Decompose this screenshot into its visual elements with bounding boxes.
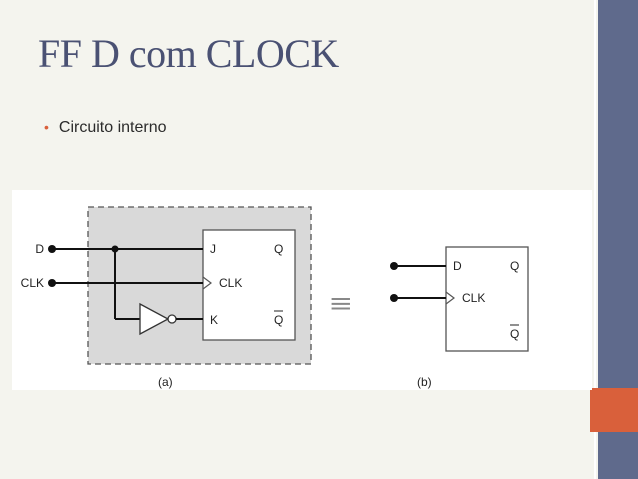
caption-b: (b) — [417, 375, 432, 389]
bullet-dot-icon: • — [44, 119, 49, 135]
pin-label-qbar-b: Q — [510, 327, 519, 341]
clk-triangle-a — [202, 276, 212, 290]
jk-flipflop-box — [202, 229, 296, 341]
inverter-gate — [139, 302, 170, 336]
pin-label-q-a: Q — [274, 242, 283, 256]
equivalence-symbol: ≡ — [330, 289, 352, 320]
circuit-diagram: D CLK J CLK K Q Q (a) ≡ D CLK Q Q (b) — [21, 206, 529, 389]
clk-triangle-b — [445, 291, 455, 305]
sidebar-accent-block — [590, 388, 638, 432]
pin-label-j: J — [210, 242, 216, 256]
pin-label-q-b: Q — [510, 259, 519, 273]
bullet-item: • Circuito interno — [44, 119, 167, 137]
d-flipflop-box — [445, 246, 529, 352]
input-label-clk: CLK — [21, 276, 44, 290]
slide-title: FF D com CLOCK — [38, 31, 339, 76]
pin-label-d-b: D — [453, 259, 462, 273]
pin-label-k: K — [210, 313, 218, 327]
inverter-bubble — [167, 314, 177, 324]
pin-label-qbar-a: Q — [274, 313, 283, 327]
diagram-panel: D CLK J CLK K Q Q (a) ≡ D CLK Q Q (b) — [12, 190, 592, 390]
sidebar-lower-band — [598, 432, 638, 479]
input-label-d: D — [35, 242, 44, 256]
sidebar-divider — [594, 0, 596, 479]
pin-label-clk-b: CLK — [462, 291, 485, 305]
pin-label-clk-a: CLK — [219, 276, 242, 290]
caption-a: (a) — [158, 375, 173, 389]
bullet-text: Circuito interno — [58, 119, 167, 136]
